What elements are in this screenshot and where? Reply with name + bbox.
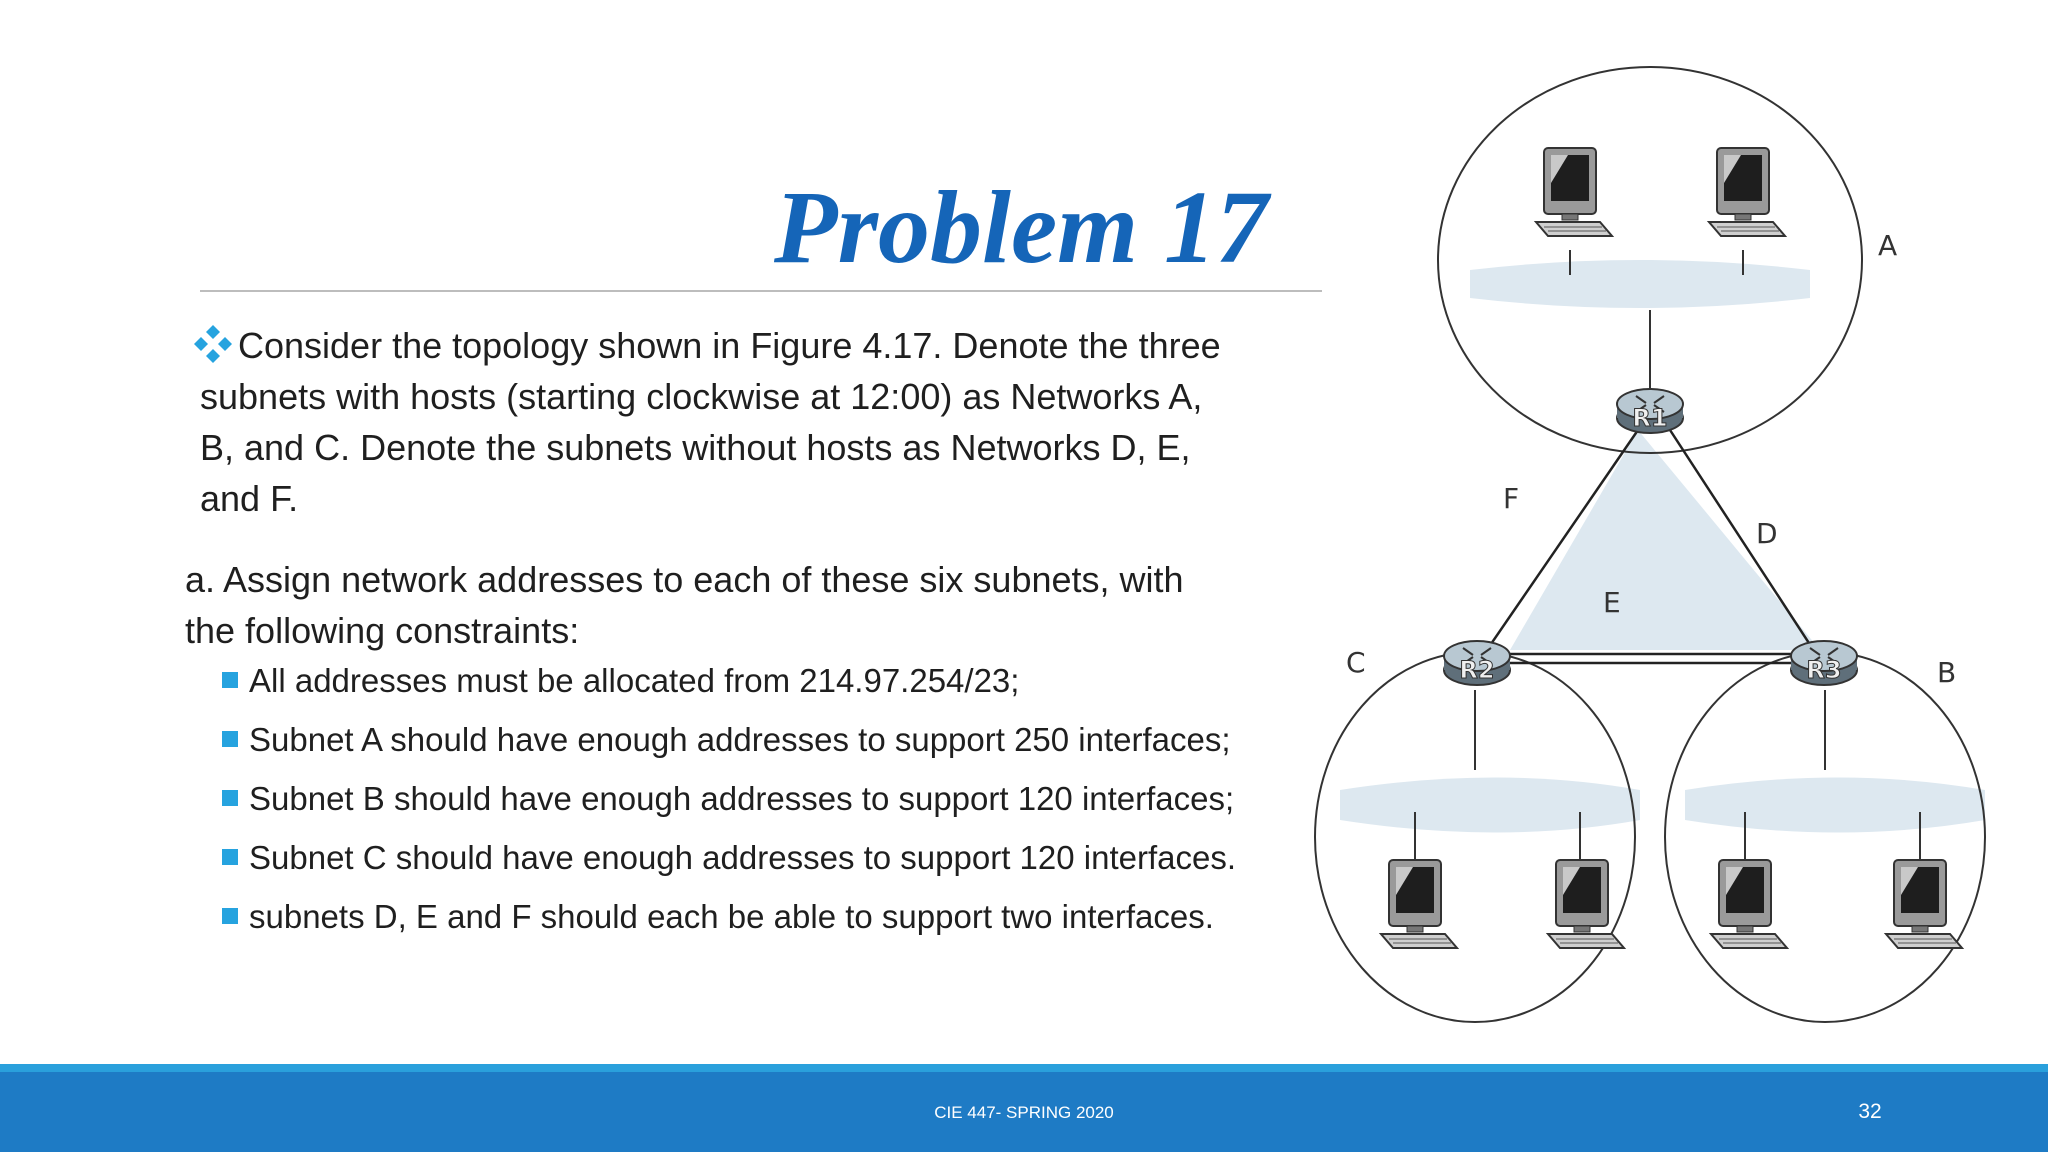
constraint-text: subnets D, E and F should each be able t… — [249, 898, 1214, 935]
shaded-region-triangle — [1510, 430, 1820, 650]
link-d — [1668, 429, 1822, 661]
part-a-line: the following constraints: — [185, 610, 580, 651]
diamond-bullet-icon — [190, 322, 236, 368]
router-r2-label: R2 — [1459, 656, 1494, 684]
constraints-list: All addresses must be allocated from 214… — [222, 662, 1352, 957]
computer-icon — [1380, 859, 1458, 949]
subnet-label-c: C — [1346, 646, 1366, 679]
computer-icon — [1547, 859, 1625, 949]
network-topology-diagram: R1 R2 R3 A B C D E F — [1314, 66, 1986, 1023]
list-item: Subnet A should have enough addresses to… — [222, 721, 1352, 780]
list-item: Subnet B should have enough addresses to… — [222, 780, 1352, 839]
constraint-text: Subnet B should have enough addresses to… — [249, 780, 1235, 817]
list-item: All addresses must be allocated from 214… — [222, 662, 1352, 721]
page-number: 32 — [1858, 1100, 1882, 1123]
square-bullet-icon — [222, 790, 238, 806]
title-divider — [200, 290, 1322, 292]
slide-title: Problem 17 — [774, 170, 1268, 285]
computer-icon — [1708, 147, 1786, 237]
subnet-label-a: A — [1878, 229, 1897, 262]
subnet-a-circle — [1437, 66, 1863, 454]
intro-line: B, and C. Denote the subnets without hos… — [200, 427, 1191, 468]
computer-icon — [1885, 859, 1963, 949]
constraint-text: Subnet C should have enough addresses to… — [249, 839, 1237, 876]
intro-bullet: Consider the topology shown in Figure 4.… — [190, 320, 1330, 524]
intro-line: and F. — [200, 478, 299, 519]
footer-stripe — [0, 1064, 2048, 1072]
computer-icon — [1710, 859, 1788, 949]
list-item: subnets D, E and F should each be able t… — [222, 898, 1352, 957]
square-bullet-icon — [222, 731, 238, 747]
intro-line: subnets with hosts (starting clockwise a… — [200, 376, 1203, 417]
shaded-region-a — [1470, 260, 1810, 308]
footer-bar — [0, 1072, 2048, 1152]
router-r1-label: R1 — [1632, 404, 1667, 432]
square-bullet-icon — [222, 908, 238, 924]
subnet-label-f: F — [1503, 482, 1519, 515]
part-a-text: a. Assign network addresses to each of t… — [185, 554, 1335, 656]
subnet-label-e: E — [1603, 586, 1621, 619]
part-a-line: a. Assign network addresses to each of t… — [185, 559, 1184, 600]
link-f — [1478, 429, 1640, 661]
footer-course: CIE 447- SPRING 2020 — [934, 1103, 1114, 1122]
subnet-label-b: B — [1937, 656, 1956, 689]
list-item: Subnet C should have enough addresses to… — [222, 839, 1352, 898]
constraint-text: All addresses must be allocated from 214… — [249, 662, 1020, 699]
square-bullet-icon — [222, 849, 238, 865]
intro-line: Consider the topology shown in Figure 4.… — [238, 325, 1221, 366]
shaded-region-b — [1685, 777, 1985, 833]
square-bullet-icon — [222, 672, 238, 688]
subnet-label-d: D — [1756, 517, 1778, 550]
shaded-region-c — [1340, 777, 1640, 833]
constraint-text: Subnet A should have enough addresses to… — [249, 721, 1231, 758]
computer-icon — [1535, 147, 1613, 237]
router-r3-label: R3 — [1806, 656, 1841, 684]
